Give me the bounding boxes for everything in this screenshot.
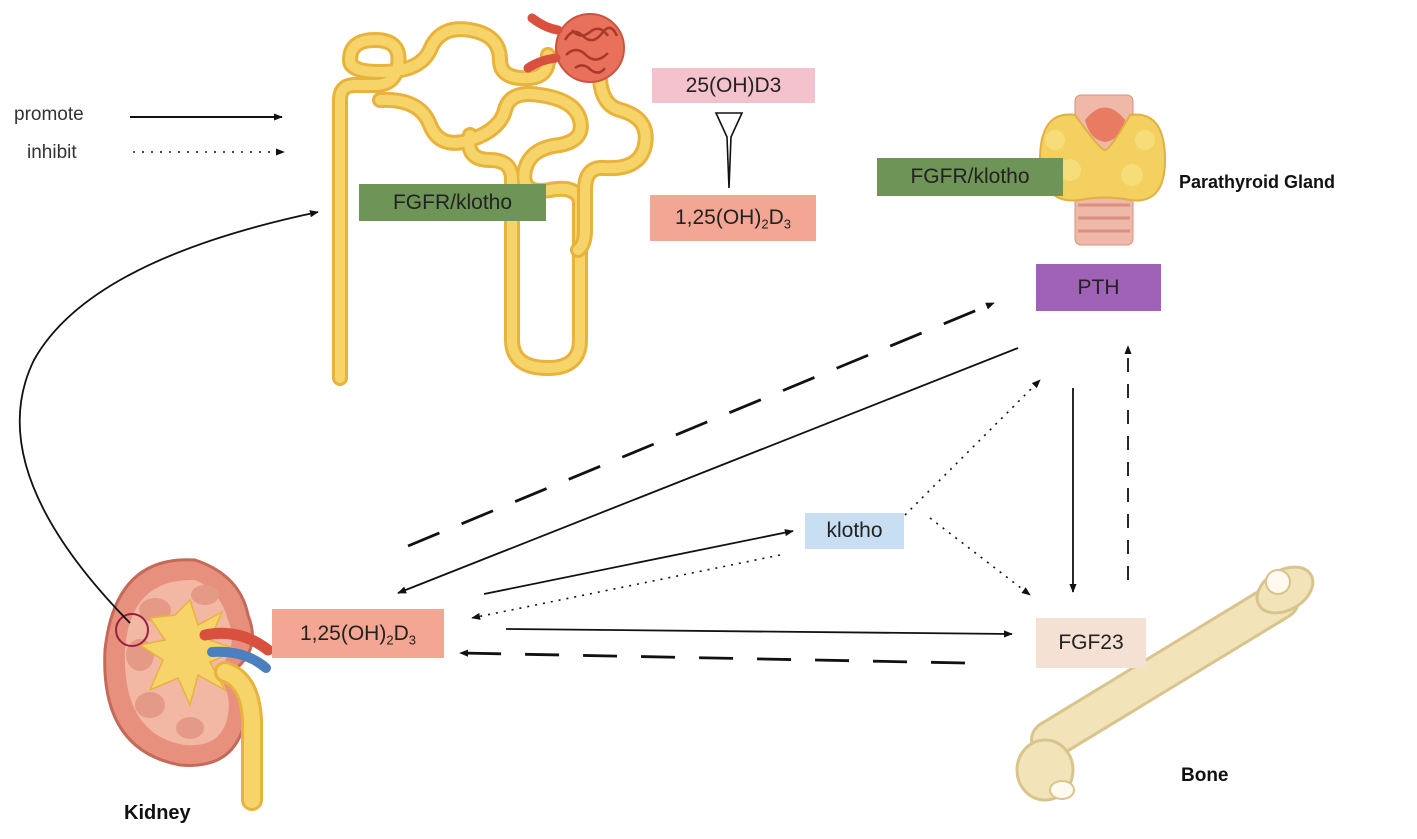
- parathyroid-illustration: [1038, 94, 1167, 246]
- precursor-box: 25(OH)D3: [652, 68, 815, 103]
- bone-illustration: [1015, 565, 1315, 802]
- arrow-vitd-to-fgf23: [505, 628, 1013, 638]
- nephron-vitd-text: 1,25(OH)2D3: [674, 206, 792, 232]
- nephron-receptor-box: FGFR/klotho: [359, 184, 546, 221]
- nephron-vitd-box: 1,25(OH)2D3: [650, 195, 816, 241]
- arrow-vitd-to-klotho: [483, 529, 794, 595]
- nephron-illustration: [332, 13, 654, 386]
- klotho-box: klotho: [805, 513, 904, 549]
- parathyroid-organ-label: Parathyroid Gland: [1179, 172, 1336, 192]
- kidney-organ-label: Kidney: [124, 802, 191, 824]
- kidney-vitd-text: 1,25(OH)2D3: [299, 621, 417, 648]
- kidney-illustration: [103, 558, 274, 811]
- arrow-klotho-to-pth-inhibit: [904, 379, 1041, 516]
- kidney-vitd-box: 1,25(OH)2D3: [272, 609, 444, 658]
- legend-promote-label: promote: [14, 104, 84, 125]
- parathyroid-receptor-box: FGFR/klotho: [877, 158, 1063, 196]
- arrow-klotho-to-fgf23: [929, 517, 1031, 596]
- pth-box: PTH: [1036, 264, 1161, 311]
- arrow-pth-to-vitd: [397, 347, 1019, 594]
- arrow-kidney-to-nephron: [18, 210, 319, 624]
- bone-organ-label: Bone: [1181, 765, 1229, 786]
- legend-inhibit-label: inhibit: [27, 142, 77, 163]
- arrow-fgf23-to-vitd-inhibit: [459, 649, 966, 665]
- fgf23-box: FGF23: [1036, 618, 1146, 668]
- arrow-vitd-to-pth-inhibit: [407, 301, 995, 548]
- conversion-arrow: [714, 112, 744, 189]
